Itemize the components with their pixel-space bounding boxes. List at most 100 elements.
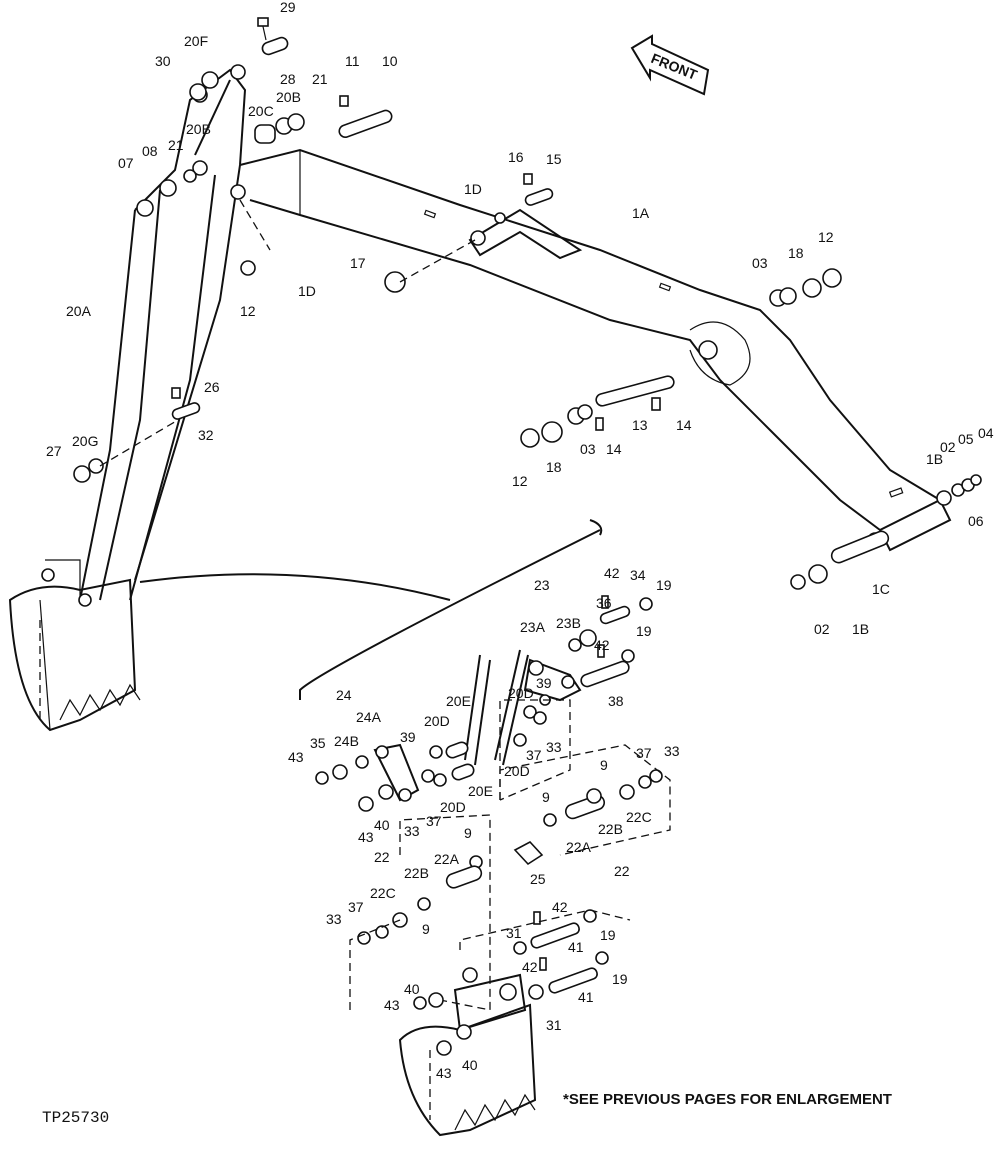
label-10: 10 (382, 53, 398, 69)
label-22Ca: 22C (626, 809, 652, 825)
label-32: 32 (198, 427, 214, 443)
label-20Bb: 20B (186, 121, 211, 137)
label-08: 08 (142, 143, 158, 159)
label-39b: 39 (400, 729, 416, 745)
label-37a: 37 (526, 747, 542, 763)
label-43c: 43 (384, 997, 400, 1013)
label-13: 13 (632, 417, 648, 433)
label-27: 27 (46, 443, 62, 459)
label-20Dd: 20D (440, 799, 466, 815)
label-43d: 43 (436, 1065, 452, 1081)
label-26: 26 (204, 379, 220, 395)
label-20G: 20G (72, 433, 98, 449)
label-22a: 22 (614, 863, 630, 879)
label-03b: 03 (580, 441, 596, 457)
label-06: 06 (968, 513, 984, 529)
label-22b: 22 (374, 849, 390, 865)
label-11: 11 (345, 53, 360, 69)
label-21b: 21 (168, 137, 184, 153)
pin-hardware-top (136, 17, 554, 293)
label-43a: 43 (288, 749, 304, 765)
label-04: 04 (978, 425, 994, 441)
label-23: 23 (534, 577, 550, 593)
label-02a: 02 (940, 439, 956, 455)
label-22Cb: 22C (370, 885, 396, 901)
label-14b: 14 (606, 441, 622, 457)
label-20Ba: 20B (276, 89, 301, 105)
label-23A: 23A (520, 619, 546, 635)
label-20Dc: 20D (424, 713, 450, 729)
label-21a: 21 (312, 71, 328, 87)
label-20Db: 20D (504, 763, 530, 779)
label-19a: 19 (656, 577, 672, 593)
label-33a: 33 (546, 739, 562, 755)
bucket-detail-view (398, 967, 537, 1137)
label-20Ea: 20E (446, 693, 471, 709)
label-28: 28 (280, 71, 296, 87)
label-37c: 37 (636, 745, 652, 761)
label-31a: 31 (506, 925, 522, 941)
enlargement-footnote: *SEE PREVIOUS PAGES FOR ENLARGEMENT (563, 1091, 892, 1108)
label-03a: 03 (752, 255, 768, 271)
label-40a: 40 (374, 817, 390, 833)
label-19d: 19 (612, 971, 628, 987)
label-36: 36 (596, 595, 612, 611)
label-19b: 19 (636, 623, 652, 639)
label-20F: 20F (184, 33, 208, 49)
label-33c: 33 (664, 743, 680, 759)
label-24A: 24A (356, 709, 382, 725)
label-12c: 12 (512, 473, 528, 489)
label-22Bb: 22B (404, 865, 429, 881)
label-1Db: 1D (298, 283, 316, 299)
label-42a: 42 (604, 565, 620, 581)
label-17: 17 (350, 255, 366, 271)
detail-linkage-parts (315, 595, 671, 1011)
label-1C: 1C (872, 581, 890, 597)
label-9b: 9 (542, 789, 550, 805)
label-30: 30 (155, 53, 171, 69)
label-12a: 12 (240, 303, 256, 319)
label-24B: 24B (334, 733, 359, 749)
front-direction-arrow: FRONT (630, 34, 710, 96)
label-18a: 18 (788, 245, 804, 261)
label-1Bb: 1B (852, 621, 869, 637)
label-19c: 19 (600, 927, 616, 943)
label-18b: 18 (546, 459, 562, 475)
label-40b: 40 (404, 981, 420, 997)
label-20Da: 20D (508, 685, 534, 701)
label-05: 05 (958, 431, 974, 447)
label-9d: 9 (422, 921, 430, 937)
label-37b: 37 (426, 813, 442, 829)
label-22Aa: 22A (566, 839, 592, 855)
label-9a: 9 (600, 757, 608, 773)
label-42c: 42 (552, 899, 568, 915)
label-29: 29 (280, 0, 296, 15)
label-41b: 41 (578, 989, 594, 1005)
label-16: 16 (508, 149, 524, 165)
label-42b: 42 (594, 637, 610, 653)
label-40c: 40 (462, 1057, 478, 1073)
bucket-small-view (8, 559, 141, 732)
callout-labels: 29 20F 30 28 21 20B 20C 11 10 20B 21 08 … (46, 0, 994, 1081)
label-1Ba: 1B (926, 451, 943, 467)
label-35: 35 (310, 735, 326, 751)
label-15: 15 (546, 151, 562, 167)
label-20Eb: 20E (468, 783, 493, 799)
label-20A: 20A (66, 303, 92, 319)
label-22Ab: 22A (434, 851, 460, 867)
label-23B: 23B (556, 615, 581, 631)
label-20C: 20C (248, 103, 274, 119)
pin-hardware-arm (73, 387, 201, 483)
label-02b: 02 (814, 621, 830, 637)
label-25: 25 (530, 871, 546, 887)
label-1A: 1A (632, 205, 650, 221)
arm-assembly (79, 64, 247, 601)
label-34: 34 (630, 567, 646, 583)
label-33b: 33 (404, 823, 420, 839)
label-31b: 31 (546, 1017, 562, 1033)
label-43b: 43 (358, 829, 374, 845)
label-38: 38 (608, 693, 624, 709)
label-22Ba: 22B (598, 821, 623, 837)
